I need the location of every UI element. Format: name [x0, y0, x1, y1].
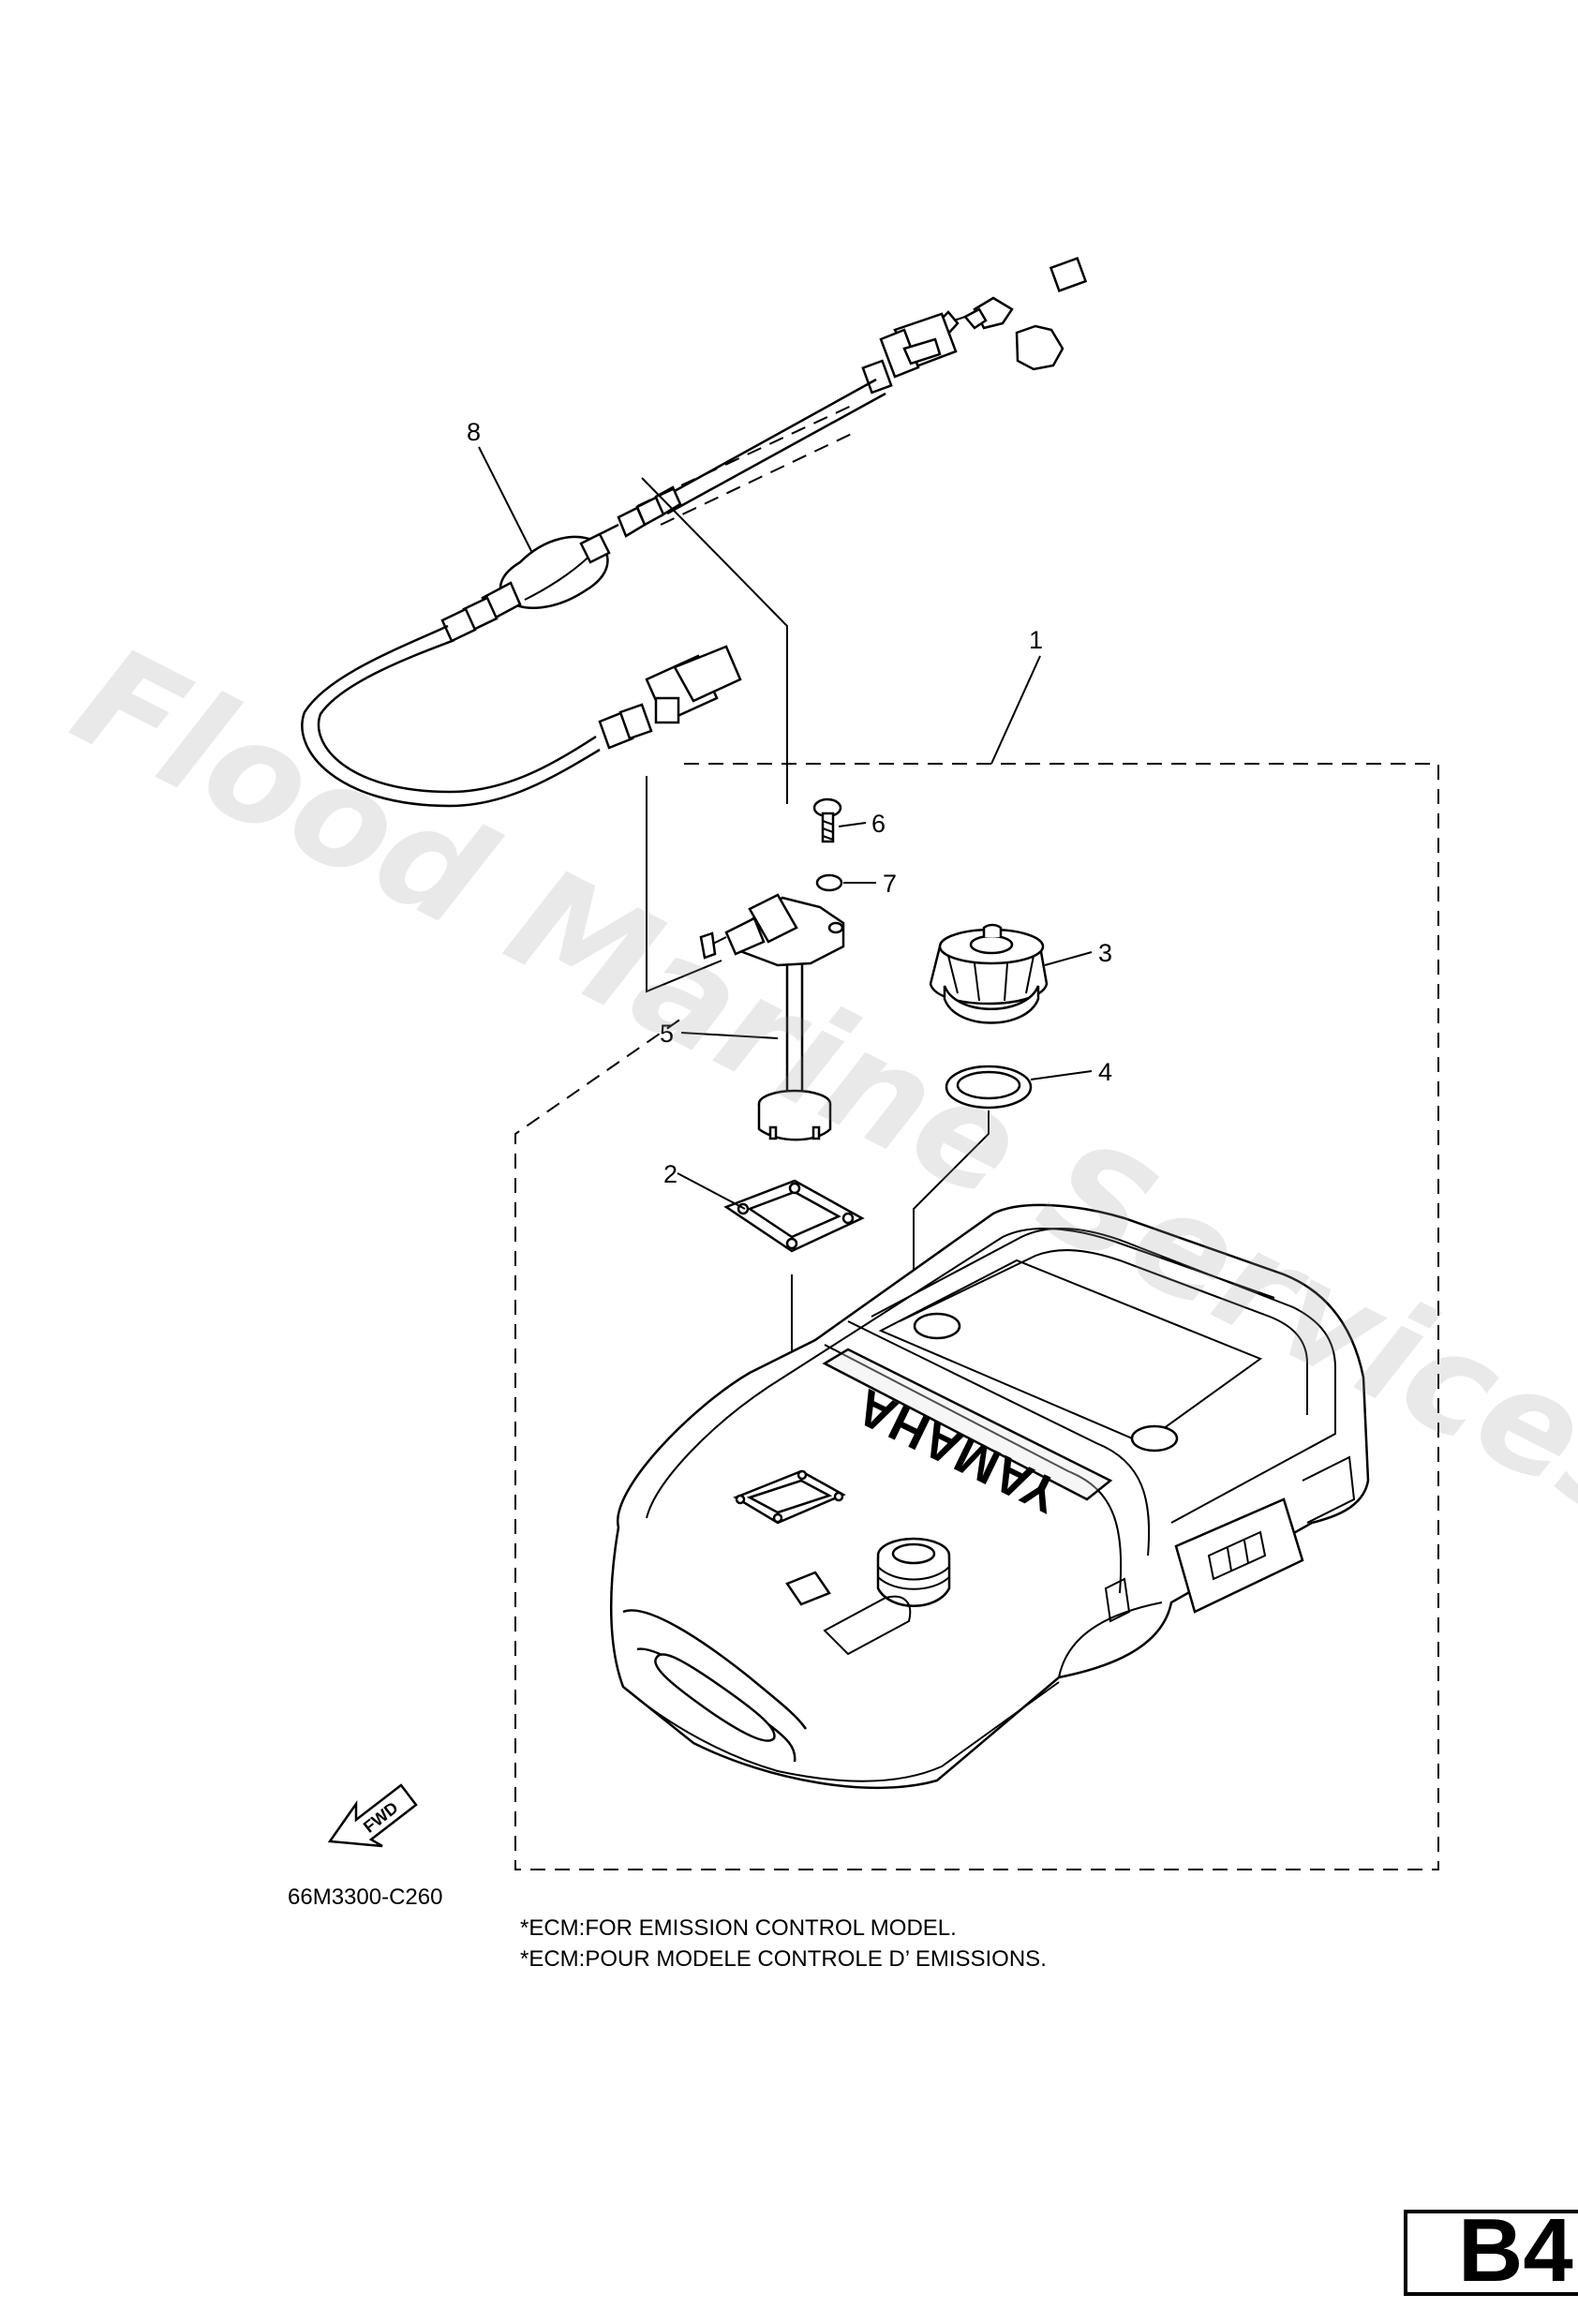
tank-side-connector — [645, 645, 742, 724]
callout-8: 8 — [467, 418, 481, 446]
note-line-2: *ECM:POUR MODELE CONTROLE D’ EMISSIONS. — [520, 1946, 1047, 1972]
diagram-code: 66M3300-C260 — [288, 1885, 442, 1910]
fuel-cap-part-3 — [929, 923, 1049, 1024]
engine-connector-plug — [935, 257, 1088, 371]
washer-part-7 — [815, 873, 843, 892]
callout-7: 7 — [883, 870, 897, 898]
callout-2: 2 — [663, 1160, 677, 1188]
callout-1: 1 — [1029, 626, 1043, 654]
callout-3: 3 — [1098, 939, 1112, 967]
assembly-boundary — [514, 763, 1439, 1870]
leader-lines — [478, 446, 1093, 1210]
fuel-hose-assembly — [301, 257, 1088, 808]
yamaha-label-plate — [822, 1348, 1113, 1501]
upper-hose-connector — [861, 312, 958, 395]
page-badge: B4 — [1458, 2200, 1573, 2301]
screw-part-6 — [812, 797, 842, 843]
note-line-1: *ECM:FOR EMISSION CONTROL MODEL. — [520, 1915, 957, 1941]
fuel-gauge-sender-part-5 — [699, 893, 845, 1141]
callout-4: 4 — [1098, 1058, 1112, 1086]
page-badge-frame — [1404, 2210, 1578, 2296]
o-ring-part-4 — [945, 1065, 1033, 1110]
primer-bulb — [440, 532, 611, 643]
callout-6: 6 — [871, 810, 886, 838]
filler-neck — [876, 1537, 951, 1607]
fwd-arrow-icon: FWD — [327, 1783, 418, 1848]
fuel-tank-part-1 — [609, 1203, 1370, 1790]
gasket-part-2 — [723, 1179, 865, 1253]
callout-5: 5 — [660, 1020, 674, 1048]
